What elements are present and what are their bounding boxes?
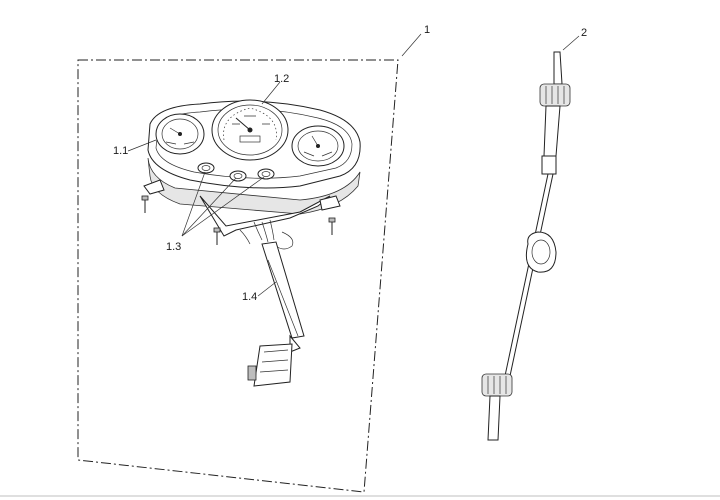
callout-gauge-center: 1.2: [274, 73, 289, 85]
mount-tab-right: [319, 195, 341, 211]
cluster-bezel: [155, 108, 353, 179]
callout-indicator-lamps: 1.3: [166, 241, 181, 253]
callout-wiring-harness: 1.4: [242, 291, 257, 303]
callout-cable: 2: [581, 27, 587, 39]
wiring-harness: [247, 241, 305, 387]
screw-left: [141, 195, 149, 213]
cluster-lower-shell: [147, 157, 361, 215]
gauge-center: [211, 99, 289, 161]
assembly-boundary: [77, 59, 399, 493]
wire-bundle: [239, 219, 275, 245]
mount-tab-left: [143, 179, 165, 195]
callout-assembly: 1: [424, 24, 430, 36]
cluster-bracket: [199, 195, 331, 237]
callout-gauge-left: 1.1: [113, 145, 128, 157]
gauge-left: [155, 113, 205, 155]
screw-right: [328, 217, 336, 235]
speedometer-cable: [481, 51, 571, 441]
leader-lines: [127, 33, 580, 297]
indicator-lamps: [197, 162, 275, 182]
screw-center: [213, 227, 221, 245]
instrument-cluster: [143, 99, 361, 250]
gauge-right: [291, 125, 345, 167]
